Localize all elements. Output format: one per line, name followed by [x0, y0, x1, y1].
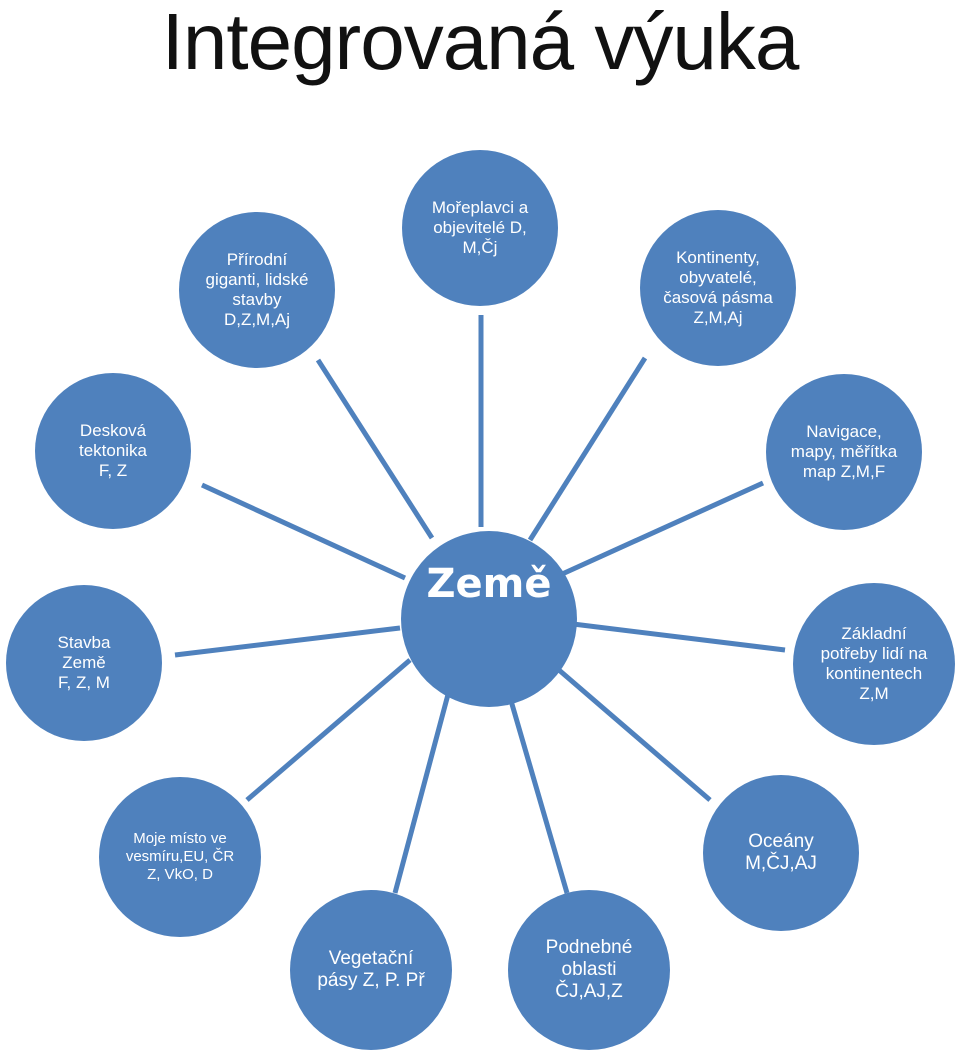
connector-podnebne: [504, 686, 570, 894]
connector-oceany: [543, 656, 712, 802]
node-podnebne: Podnebné oblasti ČJ,AJ,Z: [508, 890, 670, 1050]
connector-prirodni: [315, 358, 435, 540]
node-moje: Moje místo ve vesmíru,EU, ČR Z, VkO, D: [99, 777, 261, 937]
page-title: Integrovaná výuka: [161, 0, 800, 86]
connector-zakladni: [572, 621, 786, 653]
connector-kontinenty: [527, 356, 648, 542]
connector-deskova: [200, 482, 407, 581]
center-node-zeme: Země: [401, 531, 577, 707]
connector-navigace: [558, 480, 765, 578]
connector-stavba: [174, 625, 401, 658]
connector-moje: [245, 658, 412, 802]
node-deskova: Desková tektonika F, Z: [35, 373, 191, 529]
node-oceany: Oceány M,ČJ,AJ: [703, 775, 859, 931]
connector-vegetacni: [392, 686, 453, 894]
node-vegetacni: Vegetační pásy Z, P. Př: [290, 890, 452, 1050]
node-navigace: Navigace, mapy, měřítka map Z,M,F: [766, 374, 922, 530]
node-kontinenty: Kontinenty, obyvatelé, časová pásma Z,M,…: [640, 210, 796, 366]
node-moreplavci: Mořeplavci a objevitelé D, M,Čj: [402, 150, 558, 306]
node-prirodni: Přírodní giganti, lidské stavby D,Z,M,Aj: [179, 212, 335, 368]
node-zakladni: Základní potřeby lidí na kontinentech Z,…: [793, 583, 955, 745]
node-stavba: Stavba Země F, Z, M: [6, 585, 162, 741]
